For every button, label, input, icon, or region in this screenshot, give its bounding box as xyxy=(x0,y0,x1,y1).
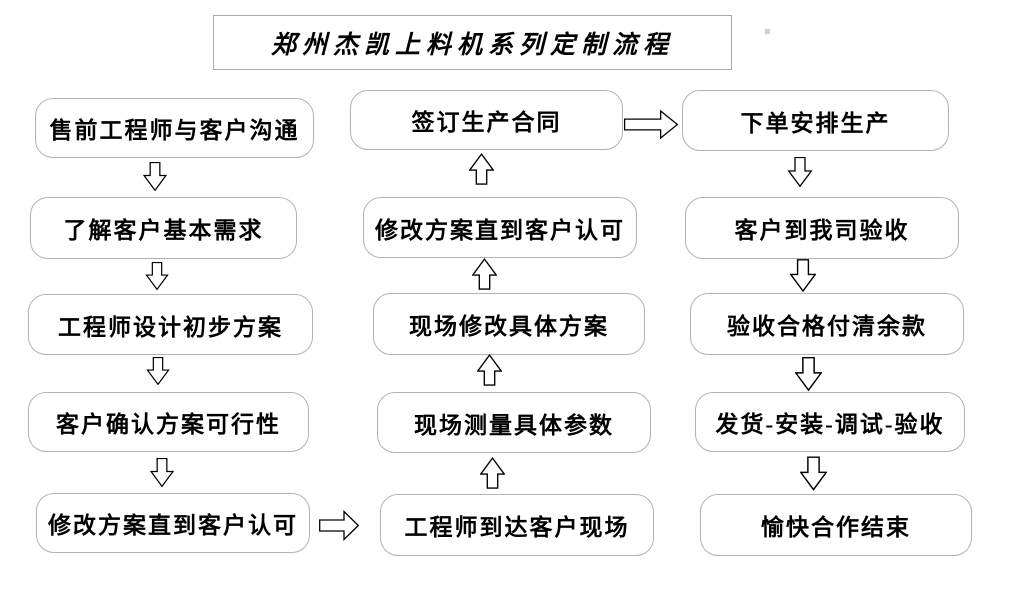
flow-box-revise-until-approved-presale: 修改方案直到客户认可 xyxy=(36,493,310,553)
arrow-down-icon xyxy=(800,455,827,492)
arrow-down-icon xyxy=(145,262,169,290)
flow-box-design-preliminary-plan: 工程师设计初步方案 xyxy=(28,294,313,355)
arrow-down-icon xyxy=(150,458,174,487)
arrow-down-icon xyxy=(146,357,170,385)
flowchart-title: 郑州杰凯上料机系列定制流程 xyxy=(213,15,732,70)
flow-box-confirm-feasibility: 客户确认方案可行性 xyxy=(28,392,309,452)
flow-box-pay-remaining-balance: 验收合格付清余款 xyxy=(690,293,964,355)
flow-box-delivery-install-debug-accept: 发货-安装-调试-验收 xyxy=(695,392,965,452)
stray-dot xyxy=(765,29,770,34)
arrow-down-icon xyxy=(143,162,167,191)
arrow-right-icon xyxy=(623,110,679,139)
arrow-down-icon xyxy=(795,356,822,392)
flow-box-understand-needs: 了解客户基本需求 xyxy=(30,197,297,259)
flow-box-sign-contract: 签订生产合同 xyxy=(350,90,623,150)
flow-box-onsite-modify-plan: 现场修改具体方案 xyxy=(373,293,645,355)
arrow-up-icon xyxy=(469,152,494,186)
arrow-down-icon xyxy=(787,157,813,187)
arrow-up-icon xyxy=(480,455,505,491)
flow-box-revise-until-approved-onsite: 修改方案直到客户认可 xyxy=(363,197,637,258)
arrow-up-icon xyxy=(472,256,497,292)
flow-box-engineer-arrives-onsite: 工程师到达客户现场 xyxy=(380,494,654,556)
arrow-up-icon xyxy=(477,352,502,388)
flow-box-place-order-production: 下单安排生产 xyxy=(682,90,949,151)
flow-box-presales-communication: 售前工程师与客户沟通 xyxy=(35,98,314,158)
arrow-right-icon xyxy=(319,510,359,541)
arrow-down-icon xyxy=(790,259,816,292)
flow-box-customer-acceptance-visit: 客户到我司验收 xyxy=(685,197,959,259)
flow-box-onsite-measure-params: 现场测量具体参数 xyxy=(377,392,651,453)
flow-box-cooperation-end: 愉快合作结束 xyxy=(700,494,972,556)
